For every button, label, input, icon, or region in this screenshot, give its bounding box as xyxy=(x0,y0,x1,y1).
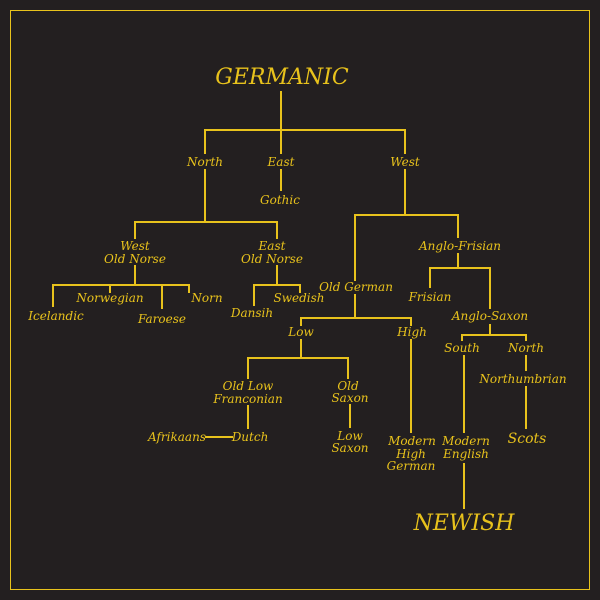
node-west-old-norse-line1: West xyxy=(120,239,150,253)
node-scots: Scots xyxy=(508,431,547,447)
node-old-low-franconian-line1: Old Low xyxy=(223,379,274,393)
node-east: East xyxy=(267,155,295,169)
node-old-saxon-line1: Old xyxy=(337,379,359,393)
node-modern-english-line1: Modern xyxy=(441,434,490,448)
node-modern-english-line2: English xyxy=(442,447,489,461)
node-low-saxon-line2: Saxon xyxy=(331,441,368,455)
node-gothic: Gothic xyxy=(260,193,300,207)
node-west-old-norse-line2: Old Norse xyxy=(104,252,166,266)
node-dansih: Dansih xyxy=(230,306,273,320)
node-low-saxon-line1: Low xyxy=(336,429,363,443)
node-anglo-saxon: Anglo-Saxon xyxy=(451,309,528,323)
node-high: High xyxy=(396,325,427,339)
node-south: South xyxy=(444,341,480,355)
node-modern-high-german-line1: Modern xyxy=(387,434,436,448)
result-label: NEWISH xyxy=(413,511,516,536)
node-frisian: Frisian xyxy=(408,290,452,304)
node-modern-high-german-line2: High xyxy=(395,447,426,461)
node-dutch: Dutch xyxy=(231,430,269,444)
node-north-anglo-saxon: North xyxy=(507,341,544,355)
node-old-low-franconian-line2: Franconian xyxy=(212,392,282,406)
node-faroese: Faroese xyxy=(137,312,186,326)
node-swedish: Swedish xyxy=(274,291,325,305)
node-norn: Norn xyxy=(190,291,222,305)
node-east-old-norse-line2: Old Norse xyxy=(241,252,303,266)
node-east-old-norse-line1: East xyxy=(258,239,286,253)
node-north: North xyxy=(186,155,223,169)
node-low: Low xyxy=(287,325,314,339)
node-icelandic: Icelandic xyxy=(27,309,84,323)
node-afrikaans: Afrikaans xyxy=(147,430,206,444)
node-northumbrian: Northumbrian xyxy=(478,372,566,386)
node-anglo-frisian: Anglo-Frisian xyxy=(418,239,501,253)
node-west: West xyxy=(390,155,420,169)
root-label: GERMANIC xyxy=(215,65,349,90)
tree-connectors xyxy=(52,91,527,509)
node-norwegian: Norwegian xyxy=(75,291,143,305)
node-old-saxon-line2: Saxon xyxy=(331,391,368,405)
node-modern-high-german-line3: German xyxy=(387,459,436,473)
node-old-german: Old German xyxy=(319,280,393,294)
poster-frame xyxy=(10,10,590,590)
